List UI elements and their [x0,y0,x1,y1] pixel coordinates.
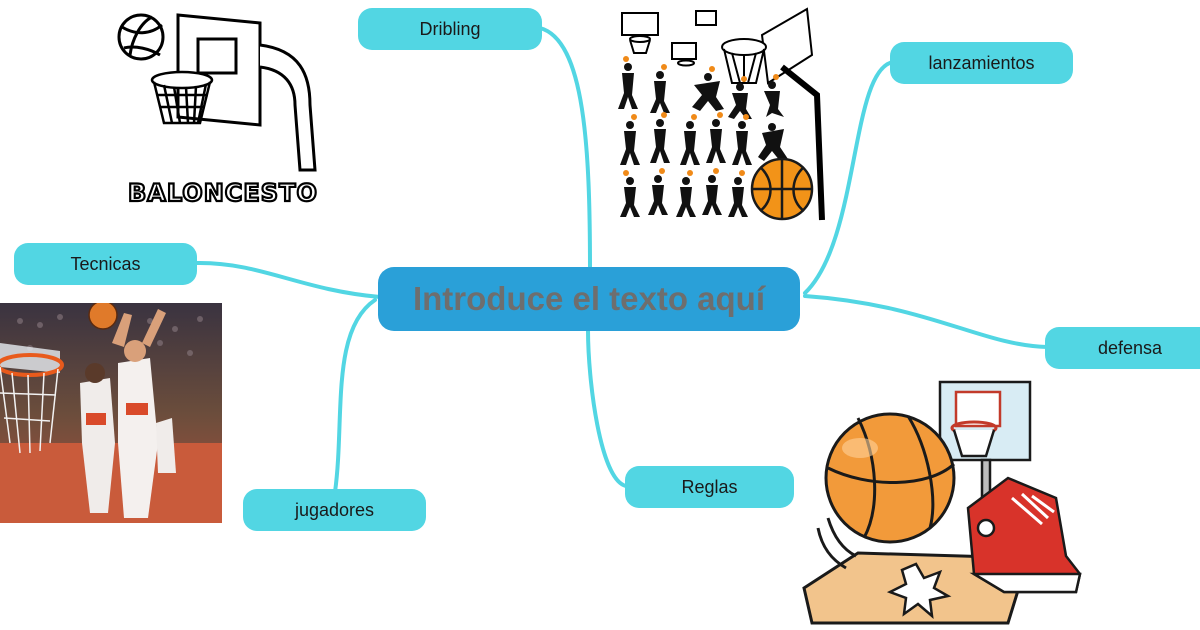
players-photo [0,303,222,523]
connector-tecnicas [195,260,382,299]
topic-lanzamientos[interactable]: lanzamientos [890,42,1073,84]
silhouette-row-3 [620,175,748,217]
topic-defensa[interactable]: defensa [1045,327,1200,369]
baloncesto-hoop-image: BALONCESTO [117,13,318,208]
topic-dribling[interactable]: Dribling [358,8,542,50]
impact-star [886,562,952,620]
baloncesto-logo-text: BALONCESTO [128,179,318,207]
connector-reglas [586,328,628,488]
connector-dribling [538,26,592,272]
big-basketball [824,412,956,544]
topic-tecnicas[interactable]: Tecnicas [14,243,197,285]
central-topic[interactable]: Introduce el texto aquí [378,267,800,331]
silhouette-row-1 [618,63,784,119]
player-silhouettes-image [618,7,825,221]
topic-jugadores[interactable]: jugadores [243,489,426,531]
basketball-clipart [802,380,1082,625]
connector-jugadores [333,298,377,494]
connector-defensa [803,294,1049,349]
orange-ball [750,157,814,221]
connector-lanzamientos [803,60,895,295]
topic-reglas[interactable]: Reglas [625,466,794,508]
silhouette-row-2 [620,119,788,165]
